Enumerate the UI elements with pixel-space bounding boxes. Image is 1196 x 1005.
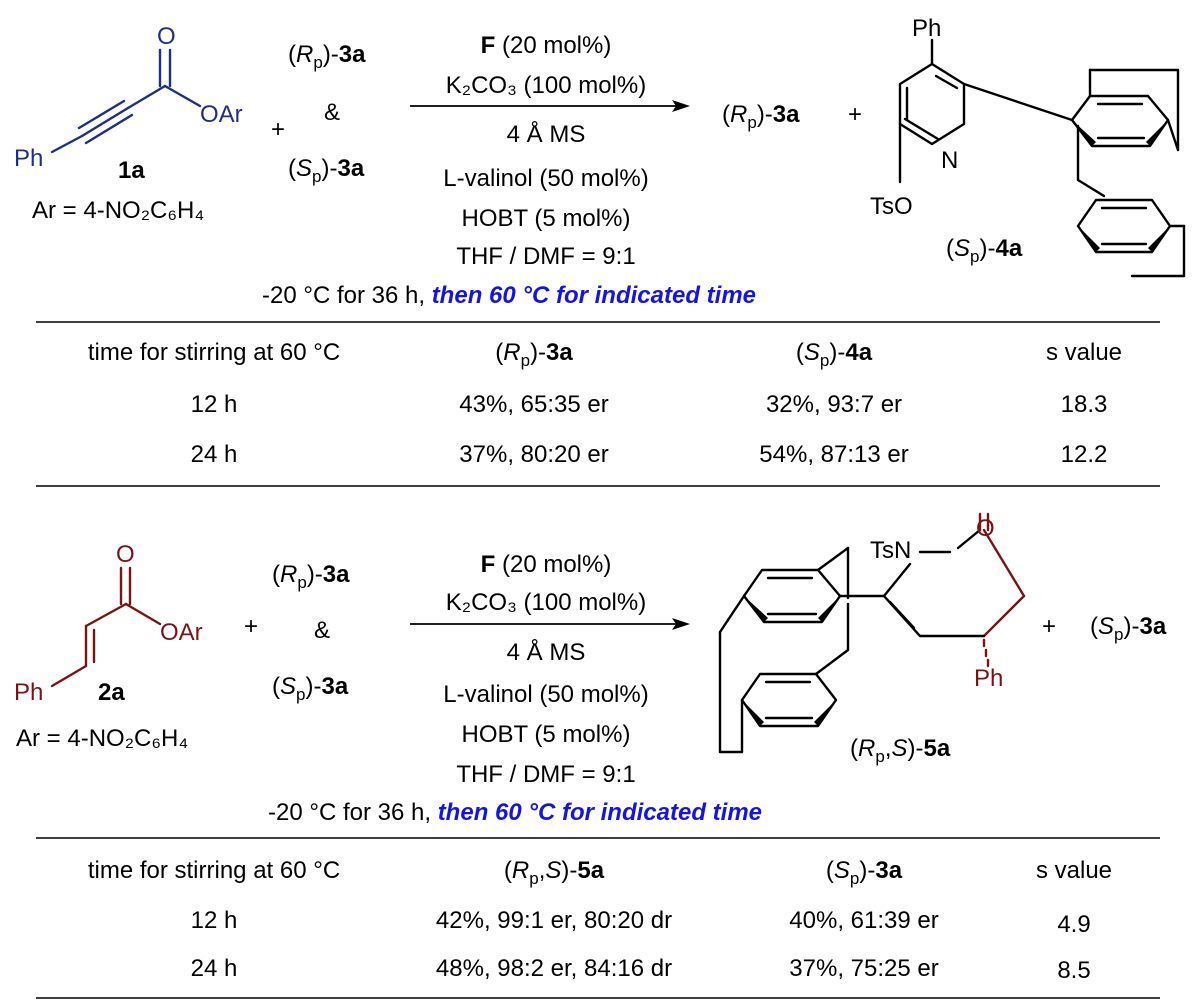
cell-sp-3a: 37%, 75:25 er (789, 955, 938, 982)
cell-rp-3a: 43%, 65:35 er (459, 391, 608, 418)
carbonyl-o-label: O (976, 515, 995, 542)
ampersand: & (314, 617, 330, 644)
results-table-2: time for stirring at 60 °C (Rp,S)-5a (Sp… (36, 837, 1160, 999)
valinol-line: L-valinol (50 mol%) (443, 681, 648, 708)
rp-3a-label: (Rp)-3a (272, 561, 350, 592)
catalyst-line: F (20 mol%) (481, 32, 612, 59)
compound-label-1a: 1a (118, 157, 145, 184)
base-line: K₂CO₃ (100 mol%) (446, 589, 646, 616)
base-line: K₂CO₃ (100 mol%) (446, 72, 646, 99)
rp-3a-label: (Rp)-3a (288, 41, 366, 72)
ms-line: 4 Å MS (507, 638, 586, 666)
cell-sp-4a: 32%, 93:7 er (766, 391, 902, 418)
aryl-definition: Ar = 4-NO₂C₆H₄ (32, 197, 204, 224)
solvent-line: THF / DMF = 9:1 (456, 243, 635, 270)
scheme-1: O OAr Ph 1a Ar = 4-NO₂C₆H₄ + (Rp)-3a & (… (14, 15, 1186, 487)
ph-label: Ph (14, 679, 43, 706)
header-s-value: s value (1046, 339, 1122, 366)
solvent-line: THF / DMF = 9:1 (456, 761, 635, 788)
cell-time: 24 h (191, 955, 238, 982)
cell-sp-3a: 40%, 61:39 er (789, 907, 938, 934)
ynoate-1a-structure: O OAr Ph 1a Ar = 4-NO₂C₆H₄ (14, 23, 243, 224)
reaction-arrow-2 (410, 618, 690, 630)
header-sp-3a: (Sp)-3a (826, 857, 903, 888)
valinol-line: L-valinol (50 mol%) (443, 165, 648, 192)
hobt-line: HOBT (5 mol%) (462, 721, 631, 748)
cell-s-value: 4.9 (1057, 911, 1090, 938)
results-table-1: time for stirring at 60 °C (Rp)-3a (Sp)-… (36, 321, 1160, 487)
product-plus: + (848, 101, 862, 128)
rps-5a-label: (Rp,S)-5a (850, 735, 951, 766)
cell-rp-3a: 37%, 80:20 er (459, 441, 608, 468)
pyridine-cyclophane-4a-structure: Ph N TsO (Sp)-4a (870, 15, 1186, 278)
carbonyl-o-label: O (116, 541, 135, 568)
oar-label: OAr (160, 619, 203, 646)
cell-s-value: 8.5 (1057, 957, 1090, 984)
tsn-label: TsN (870, 537, 911, 564)
cell-s-value: 18.3 (1061, 391, 1108, 418)
conditions-1: F (20 mol%) K₂CO₃ (100 mol%) 4 Å MS L-va… (262, 32, 756, 309)
dihydropyridone-cyclophane-5a-structure: O TsN Ph (Rp,S)-5a (718, 512, 1026, 766)
cell-rps-5a: 48%, 98:2 er, 84:16 dr (436, 955, 672, 982)
tso-label: TsO (870, 193, 913, 220)
header-sp-4a: (Sp)-4a (796, 339, 873, 370)
cell-rps-5a: 42%, 99:1 er, 80:20 dr (436, 907, 672, 934)
scheme-2: O OAr Ph 2a Ar = 4-NO₂C₆H₄ + (Rp)-3a & (… (14, 512, 1167, 999)
plus-sign: + (244, 613, 258, 640)
ph-label-4a: Ph (912, 15, 941, 42)
racemic-3a: (Rp)-3a & (Sp)-3a (272, 561, 350, 704)
table-row: 24 h 37%, 80:20 er 54%, 87:13 er 12.2 (191, 441, 1108, 468)
aryl-definition: Ar = 4-NO₂C₆H₄ (16, 725, 188, 752)
header-rps-5a: (Rp,S)-5a (504, 857, 605, 888)
product-plus: + (1042, 613, 1056, 640)
header-s-value: s value (1036, 857, 1112, 884)
cell-s-value: 12.2 (1061, 441, 1108, 468)
header-rp-3a: (Rp)-3a (495, 339, 573, 370)
product-rp-3a: (Rp)-3a (722, 101, 800, 132)
ph-label: Ph (14, 145, 43, 172)
header-time: time for stirring at 60 °C (88, 857, 340, 884)
n-label-4a: N (941, 147, 958, 174)
cell-time: 12 h (191, 391, 238, 418)
cell-time: 24 h (191, 441, 238, 468)
sp-3a-label: (Sp)-3a (272, 673, 349, 704)
reaction-arrow-1 (410, 100, 690, 112)
compound-label-2a: 2a (98, 679, 125, 706)
table-row: 12 h 43%, 65:35 er 32%, 93:7 er 18.3 (191, 391, 1108, 418)
temperature-line: -20 °C for 36 h, then 60 °C for indicate… (262, 282, 756, 309)
conditions-2: F (20 mol%) K₂CO₃ (100 mol%) 4 Å MS L-va… (268, 551, 762, 826)
table-row: 24 h 48%, 98:2 er, 84:16 dr 37%, 75:25 e… (191, 955, 1091, 984)
product-sp-3a: (Sp)-3a (1090, 613, 1167, 644)
ampersand: & (324, 99, 340, 126)
cell-sp-4a: 54%, 87:13 er (759, 441, 908, 468)
cell-time: 12 h (191, 907, 238, 934)
ph-label-5a: Ph (974, 665, 1003, 692)
sp-4a-label: (Sp)-4a (946, 235, 1023, 266)
table-row: 12 h 42%, 99:1 er, 80:20 dr 40%, 61:39 e… (191, 907, 1091, 938)
ms-line: 4 Å MS (507, 120, 586, 148)
header-time: time for stirring at 60 °C (88, 339, 340, 366)
plus-sign: + (271, 116, 285, 143)
hobt-line: HOBT (5 mol%) (462, 205, 631, 232)
carbonyl-o-label: O (157, 23, 176, 50)
enoate-2a-structure: O OAr Ph 2a Ar = 4-NO₂C₆H₄ (14, 541, 203, 752)
temperature-line: -20 °C for 36 h, then 60 °C for indicate… (268, 799, 762, 826)
oar-label: OAr (200, 101, 243, 128)
racemic-3a: (Rp)-3a & (Sp)-3a (288, 41, 366, 186)
catalyst-line: F (20 mol%) (481, 551, 612, 578)
sp-3a-label: (Sp)-3a (288, 155, 365, 186)
